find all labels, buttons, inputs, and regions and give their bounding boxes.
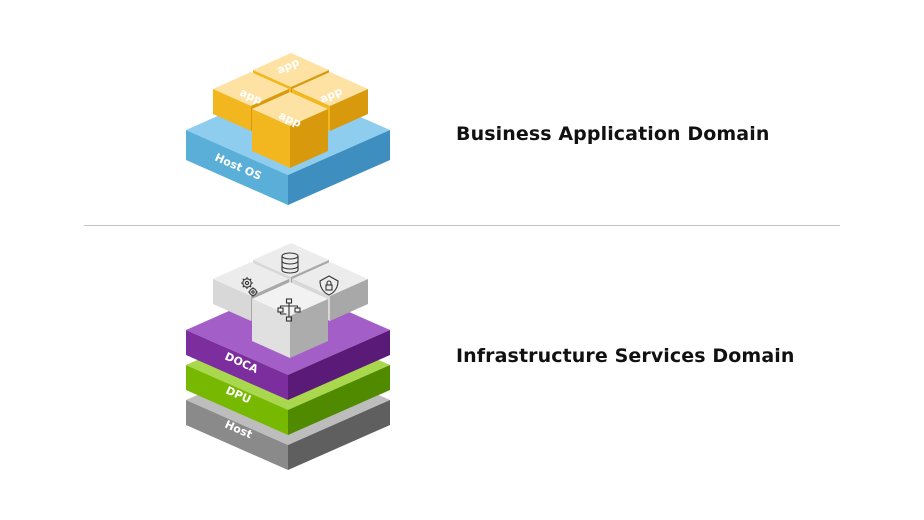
- database-icon: [281, 252, 299, 274]
- gears-icon: [241, 277, 258, 297]
- shield-lock-icon: [319, 275, 339, 296]
- section-divider: [84, 225, 840, 226]
- app-tile-front: [252, 92, 328, 168]
- infrastructure-services-domain-label: Infrastructure Services Domain: [456, 345, 795, 367]
- network-topology-icon: [277, 298, 301, 322]
- business-application-stack: Host OS app app app app: [186, 53, 390, 205]
- business-application-domain-label: Business Application Domain: [456, 123, 770, 145]
- infrastructure-services-stack: Host DPU DOCA: [186, 243, 390, 470]
